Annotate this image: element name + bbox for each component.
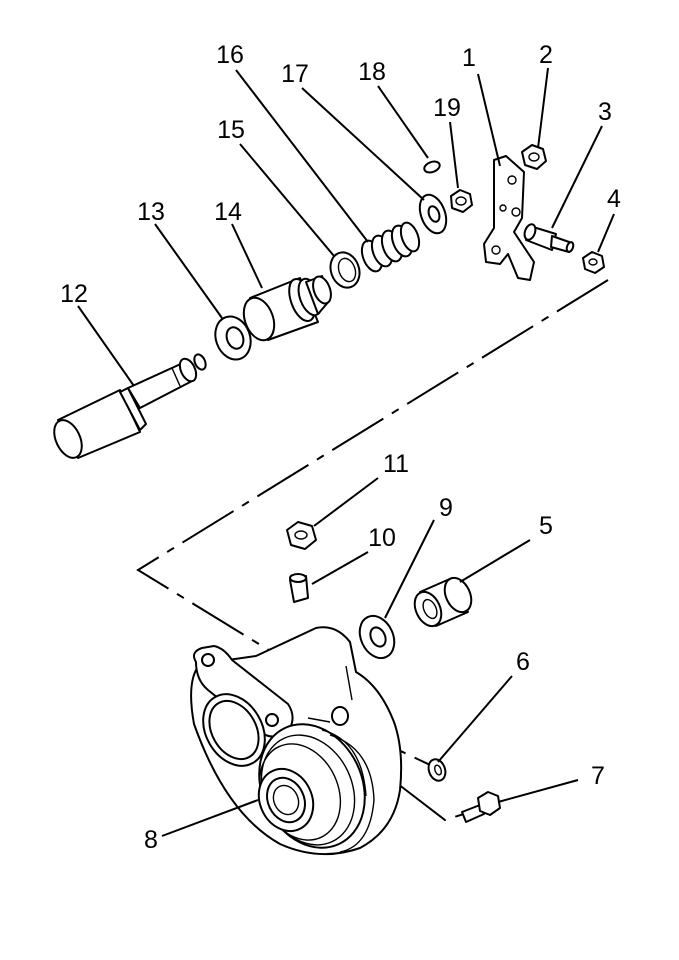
part-18-clip bbox=[423, 160, 441, 174]
part-16-spring bbox=[360, 221, 421, 273]
part-1-lever-bracket bbox=[483, 155, 535, 281]
part-14-piston bbox=[242, 275, 332, 342]
part-11-nut bbox=[286, 521, 317, 550]
callout-1: 1 bbox=[462, 44, 476, 72]
callout-14: 14 bbox=[214, 198, 242, 226]
part-7-bolt bbox=[461, 791, 501, 823]
callout-12: 12 bbox=[60, 280, 88, 308]
part-6-gasket-ring bbox=[427, 758, 447, 782]
part-9-washer bbox=[358, 614, 396, 660]
part-15-seal-ring bbox=[329, 251, 361, 289]
callout-10: 10 bbox=[368, 524, 396, 552]
leader-lines bbox=[77, 67, 615, 837]
part-2-nut bbox=[521, 144, 547, 170]
callout-18: 18 bbox=[358, 58, 386, 86]
part-17-washer bbox=[418, 193, 448, 235]
callout-9: 9 bbox=[439, 494, 453, 522]
part-13-washer bbox=[214, 315, 252, 361]
callout-17: 17 bbox=[281, 60, 309, 88]
callout-7: 7 bbox=[591, 762, 605, 790]
callout-16: 16 bbox=[216, 41, 244, 69]
callout-labels: 1 2 3 4 5 6 7 8 9 10 11 12 13 14 15 16 1… bbox=[60, 41, 621, 854]
part-5-bushing bbox=[413, 576, 473, 628]
part-8-housing bbox=[190, 626, 403, 856]
callout-5: 5 bbox=[539, 512, 553, 540]
part-4-nut bbox=[582, 251, 605, 274]
part-19-nut bbox=[450, 189, 473, 213]
callout-6: 6 bbox=[516, 648, 530, 676]
part-10-dowel-pin bbox=[289, 573, 309, 603]
callout-19: 19 bbox=[433, 94, 461, 122]
part-3-pivot-pin bbox=[523, 223, 575, 253]
callout-15: 15 bbox=[217, 116, 245, 144]
callout-11: 11 bbox=[383, 450, 409, 478]
callout-4: 4 bbox=[607, 185, 621, 213]
callout-8: 8 bbox=[144, 826, 158, 854]
callout-3: 3 bbox=[598, 98, 612, 126]
callout-13: 13 bbox=[137, 198, 165, 226]
part-12-actuator-rod bbox=[53, 353, 207, 459]
callout-2: 2 bbox=[539, 41, 553, 69]
